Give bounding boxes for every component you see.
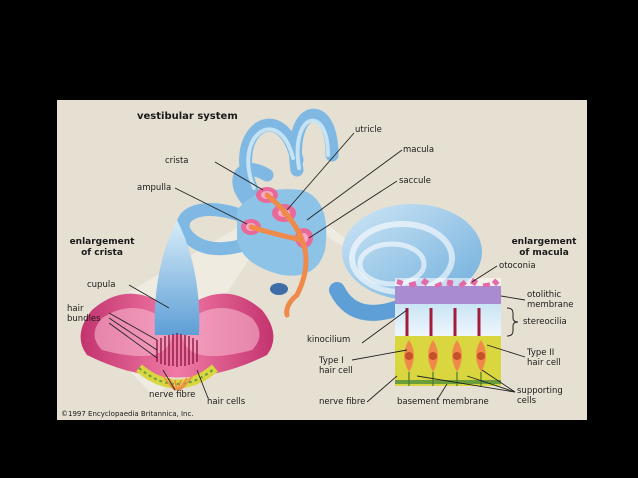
label-nerve-fibre-left: nerve fibre bbox=[149, 390, 196, 400]
label-stereocilia: stereocilia bbox=[523, 317, 567, 327]
label-type2-2: hair cell bbox=[527, 358, 561, 368]
label-macula: macula bbox=[403, 145, 435, 155]
label-hair-cells: hair cells bbox=[207, 397, 246, 407]
label-crista: crista bbox=[165, 156, 189, 166]
label-enlargement-macula-1: enlargement bbox=[511, 237, 577, 247]
crista-nerve-fibres bbox=[162, 374, 194, 391]
vestibular-illustration bbox=[80, 108, 526, 403]
label-otolithic-1: otolithic bbox=[527, 290, 562, 300]
label-supporting-1: supporting bbox=[517, 386, 563, 396]
macula-stereocilia bbox=[405, 308, 481, 336]
leader-lines bbox=[108, 132, 526, 403]
label-hair-bundles-1: hair bbox=[67, 304, 84, 314]
copyright-notice: ©1997 Encyclopaedia Britannica, Inc. bbox=[61, 410, 194, 418]
diagram-panel: vestibular system utricle crista macula … bbox=[57, 100, 587, 420]
label-type1-2: hair cell bbox=[319, 366, 353, 376]
label-enlargement-crista-2: of crista bbox=[81, 248, 123, 258]
label-enlargement-crista-1: enlargement bbox=[69, 237, 135, 247]
label-nerve-fibre-right: nerve fibre bbox=[319, 397, 366, 407]
label-type2-1: Type II bbox=[527, 348, 555, 358]
label-kinocilium: kinocilium bbox=[307, 335, 351, 345]
vestibular-nerve bbox=[248, 192, 309, 318]
label-supporting-2: cells bbox=[517, 396, 537, 406]
crista-hair-bundles bbox=[156, 333, 198, 367]
label-hair-bundles-2: bundles bbox=[67, 314, 101, 324]
label-otolithic-2: membrane bbox=[527, 300, 574, 310]
macula-enlargement bbox=[395, 277, 519, 386]
label-ampulla: ampulla bbox=[137, 183, 172, 193]
nerve-bulb bbox=[270, 283, 288, 295]
label-cupula: cupula bbox=[87, 280, 116, 290]
label-basement-membrane: basement membrane bbox=[397, 397, 489, 407]
label-utricle: utricle bbox=[355, 125, 382, 135]
label-enlargement-macula-2: of macula bbox=[519, 248, 569, 258]
label-saccule: saccule bbox=[399, 176, 431, 186]
label-otoconia: otoconia bbox=[499, 261, 536, 271]
label-type1-1: Type I bbox=[319, 356, 344, 366]
canal-highlights bbox=[246, 118, 330, 190]
macula-hair-cells bbox=[404, 340, 486, 372]
otoconia-crystals bbox=[396, 277, 500, 289]
diagram-title: vestibular system bbox=[137, 111, 238, 122]
